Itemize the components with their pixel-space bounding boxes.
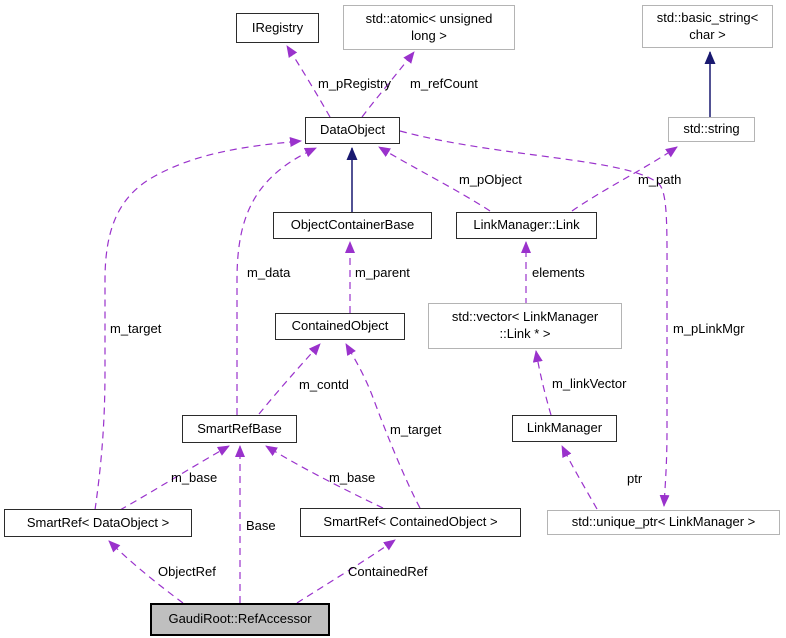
node-containedobject[interactable]: ContainedObject: [275, 313, 405, 340]
edge-m-pobject: [378, 146, 491, 212]
node-smartref-containedobject[interactable]: SmartRef< ContainedObject >: [300, 508, 521, 537]
edge-m-pregistry: [286, 45, 331, 118]
edge-ptr: [561, 445, 598, 510]
node-std-basic-string: std::basic_string< char >: [642, 5, 773, 48]
node-iregistry[interactable]: IRegistry: [236, 13, 319, 43]
edge-m-path: [571, 146, 678, 212]
node-std-unique-ptr: std::unique_ptr< LinkManager >: [547, 510, 780, 535]
edge-m-base-left: [119, 445, 230, 511]
edge-m-target-containedobject: [345, 343, 421, 509]
edge-label-m-linkvector: m_linkVector: [552, 376, 627, 391]
edge-label-m-contd: m_contd: [299, 377, 349, 392]
node-dataobject[interactable]: DataObject: [305, 117, 400, 144]
edge-label-base: Base: [246, 518, 276, 533]
edge-label-elements: elements: [532, 265, 585, 280]
edge-label-m-target-containedobject: m_target: [390, 422, 442, 437]
edge-label-m-path: m_path: [638, 172, 681, 187]
edge-label-m-pregistry: m_pRegistry: [318, 76, 391, 91]
edge-label-m-refcount: m_refCount: [410, 76, 478, 91]
node-linkmanager-link[interactable]: LinkManager::Link: [456, 212, 597, 239]
edge-objectref: [108, 540, 184, 604]
edge-label-m-data: m_data: [247, 265, 291, 280]
node-refaccessor-current: GaudiRoot::RefAccessor: [150, 603, 330, 636]
edge-label-m-plinkmgr: m_pLinkMgr: [673, 321, 745, 336]
edge-m-plinkmgr: [399, 130, 670, 507]
edge-label-m-target-dataobject: m_target: [110, 321, 162, 336]
edge-label-ptr: ptr: [627, 471, 643, 486]
node-linkmanager[interactable]: LinkManager: [512, 415, 617, 442]
edge-label-m-base-left: m_base: [171, 470, 217, 485]
edge-m-data: [236, 147, 317, 415]
node-smartrefbase[interactable]: SmartRefBase: [182, 415, 297, 443]
edge-m-target-dataobject: [94, 136, 302, 511]
node-std-atomic: std::atomic< unsigned long >: [343, 5, 515, 50]
node-objectcontainerbase[interactable]: ObjectContainerBase: [273, 212, 432, 239]
edge-m-linkvector: [532, 350, 552, 416]
edge-m-refcount: [361, 51, 415, 118]
edge-label-m-pobject: m_pObject: [459, 172, 522, 187]
node-std-string: std::string: [668, 117, 755, 142]
edge-label-m-base-right: m_base: [329, 470, 375, 485]
node-smartref-dataobject[interactable]: SmartRef< DataObject >: [4, 509, 192, 537]
edge-label-objectref: ObjectRef: [158, 564, 216, 579]
node-std-vector-link: std::vector< LinkManager ::Link * >: [428, 303, 622, 349]
edge-label-m-parent: m_parent: [355, 265, 410, 280]
edge-m-base-right: [265, 445, 384, 509]
edge-label-containedref: ContainedRef: [348, 564, 428, 579]
